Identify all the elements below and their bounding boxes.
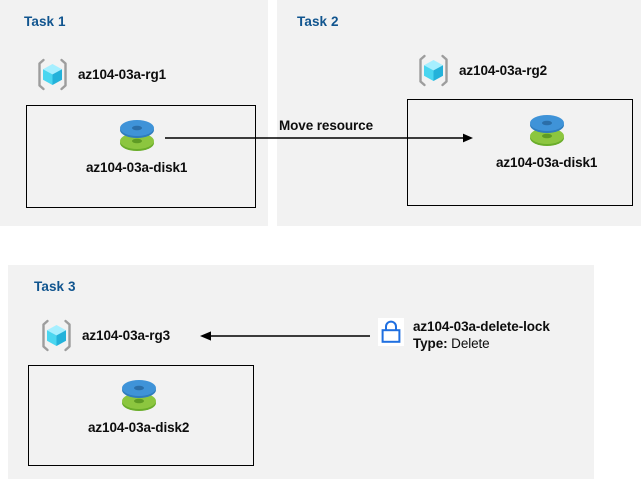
panel-task-3: Task 3 az104-03a-rg3 az104-03a-disk2 <box>8 265 594 479</box>
disk-label-task-2: az104-03a-disk1 <box>496 155 598 170</box>
padlock-icon <box>381 320 401 343</box>
delete-lock-text: az104-03a-delete-lock Type: Delete <box>413 318 550 353</box>
resource-group-label-task-1: az104-03a-rg1 <box>78 67 167 82</box>
delete-lock-arrow <box>200 331 370 341</box>
disk-label-task-3: az104-03a-disk2 <box>88 420 190 435</box>
panel-title-task-2: Task 2 <box>297 14 339 29</box>
resource-group-boundary-task-3 <box>28 365 254 466</box>
resource-group-cube-icon <box>42 319 71 352</box>
managed-disk-icon <box>121 380 156 411</box>
disk-resource-task-1: az104-03a-disk1 <box>86 113 187 175</box>
disk-resource-task-3: az104-03a-disk2 <box>88 373 189 435</box>
delete-lock-type-value: Delete <box>451 335 490 351</box>
resource-group-boundary-task-2 <box>407 99 633 206</box>
move-resource-arrow <box>165 133 473 143</box>
resource-group-label-task-2: az104-03a-rg2 <box>459 63 548 78</box>
panel-title-task-1: Task 1 <box>24 14 66 29</box>
panel-task-2: Task 2 az104-03a-rg2 az104-03a-disk1 <box>277 0 641 226</box>
delete-lock-block: az104-03a-delete-lock Type: Delete <box>378 318 550 353</box>
managed-disk-icon <box>529 115 564 146</box>
resource-group-task-1: az104-03a-rg1 <box>34 56 166 93</box>
resource-group-cube-icon <box>38 58 67 91</box>
delete-lock-type: Type: Delete <box>413 336 550 353</box>
resource-group-task-2: az104-03a-rg2 <box>415 52 547 89</box>
panel-task-1: Task 1 az104-03a-rg1 az104-03a-disk1 <box>0 0 268 226</box>
resource-group-boundary-task-1 <box>26 105 256 208</box>
disk-resource-task-2: az104-03a-disk1 <box>496 108 597 170</box>
disk-label-task-1: az104-03a-disk1 <box>86 160 188 175</box>
resource-group-cube-icon <box>419 54 448 87</box>
move-resource-caption: Move resource <box>279 118 373 133</box>
managed-disk-icon <box>119 120 154 151</box>
panel-title-task-3: Task 3 <box>34 279 76 294</box>
resource-group-label-task-3: az104-03a-rg3 <box>82 328 171 343</box>
delete-lock-name: az104-03a-delete-lock <box>413 319 550 334</box>
resource-group-task-3: az104-03a-rg3 <box>38 317 170 354</box>
padlock-icon-wrapper <box>378 318 404 346</box>
delete-lock-type-label: Type: <box>413 335 448 351</box>
